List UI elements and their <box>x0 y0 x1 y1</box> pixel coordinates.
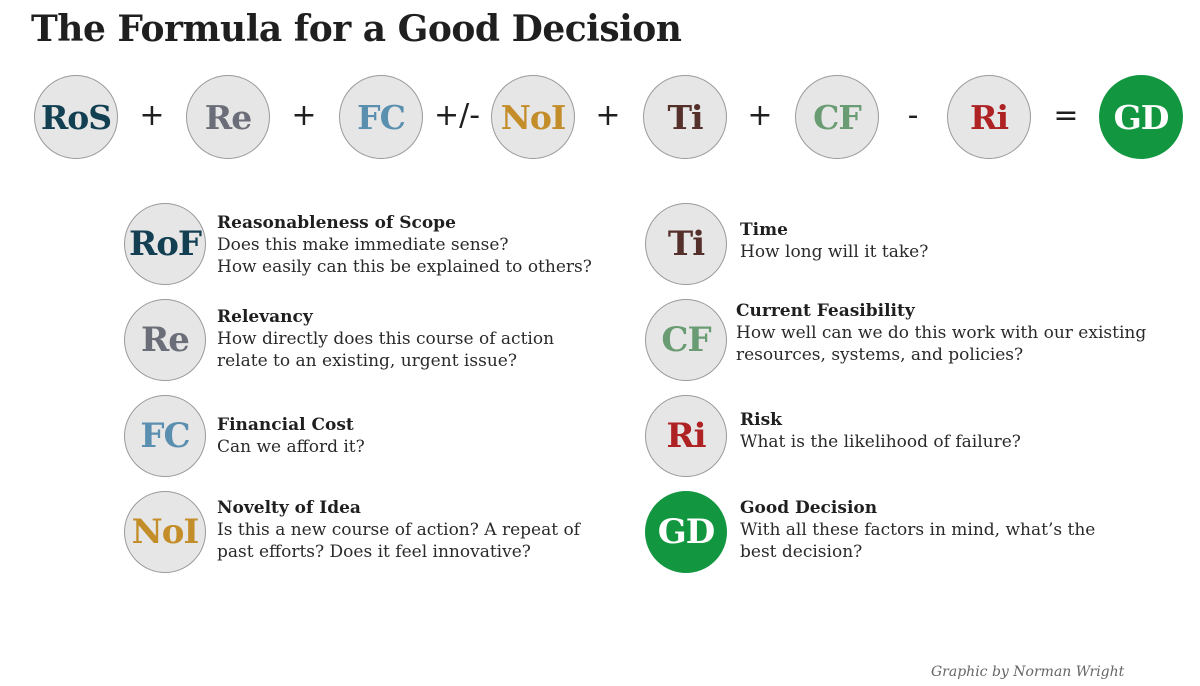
term-label: Ti <box>667 97 703 137</box>
operator-plus: + <box>595 98 621 133</box>
credit-line: Graphic by Norman Wright <box>931 664 1125 680</box>
formula-term-ros: RoS <box>34 75 118 159</box>
badge-label: RoF <box>128 224 202 264</box>
operator-plus: + <box>139 98 165 133</box>
term-label: RoS <box>40 97 112 137</box>
legend-badge: GD <box>645 491 727 573</box>
legend-text: Time How long will it take? <box>740 219 928 263</box>
legend-desc: Can we afford it? <box>217 437 365 457</box>
formula-term-cf: CF <box>795 75 879 159</box>
legend-name: Time <box>740 220 788 240</box>
legend-text: Financial Cost Can we afford it? <box>217 414 365 458</box>
legend-text: Reasonableness of Scope Does this make i… <box>217 212 592 278</box>
legend-name: Reasonableness of Scope <box>217 213 456 233</box>
legend-desc: How long will it take? <box>740 242 929 262</box>
legend-desc: What is the likelihood of failure? <box>740 432 1021 452</box>
legend-desc: relate to an existing, urgent issue? <box>217 351 517 371</box>
legend-desc: Is this a new course of action? A repeat… <box>217 520 580 540</box>
legend-text: Current Feasibility How well can we do t… <box>736 300 1146 366</box>
operator-plus: + <box>747 98 773 133</box>
legend-name: Risk <box>740 410 782 430</box>
badge-label: CF <box>661 320 711 360</box>
formula-term-ri: Ri <box>947 75 1031 159</box>
term-label: FC <box>357 97 406 137</box>
legend-text: Risk What is the likelihood of failure? <box>740 409 1021 453</box>
term-label: NoI <box>500 97 567 137</box>
legend-name: Financial Cost <box>217 415 354 435</box>
legend-name: Novelty of Idea <box>217 498 361 518</box>
formula-term-fc: FC <box>339 75 423 159</box>
legend-desc: best decision? <box>740 542 863 562</box>
legend-desc: How well can we do this work with our ex… <box>736 323 1147 343</box>
legend-text: Relevancy How directly does this course … <box>217 306 554 372</box>
page-title: The Formula for a Good Decision <box>31 8 682 50</box>
formula-term-noi: NoI <box>491 75 575 159</box>
legend-badge: Re <box>124 299 206 381</box>
legend-text: Novelty of Idea Is this a new course of … <box>217 497 580 563</box>
legend-badge: NoI <box>124 491 206 573</box>
legend-text: Good Decision With all these factors in … <box>740 497 1095 563</box>
formula-term-re: Re <box>186 75 270 159</box>
legend-desc: resources, systems, and policies? <box>736 345 1024 365</box>
legend-name: Good Decision <box>740 498 878 518</box>
formula-term-ti: Ti <box>643 75 727 159</box>
badge-label: Re <box>141 320 190 360</box>
badge-label: Ti <box>667 224 705 264</box>
legend-badge: RoF <box>124 203 206 285</box>
term-label: CF <box>813 97 862 137</box>
operator-equals: = <box>1053 98 1079 133</box>
badge-label: FC <box>140 416 190 456</box>
badge-label: GD <box>657 512 716 552</box>
term-label: Re <box>204 97 252 137</box>
operator-plus-minus: +/- <box>433 98 481 133</box>
legend-badge: CF <box>645 299 727 381</box>
badge-label: Ri <box>666 416 706 456</box>
legend-desc: With all these factors in mind, what’s t… <box>740 520 1096 540</box>
legend-name: Current Feasibility <box>736 301 915 321</box>
legend-name: Relevancy <box>217 307 313 327</box>
operator-plus: + <box>291 98 317 133</box>
legend-desc: How easily can this be explained to othe… <box>217 257 592 277</box>
legend-badge: Ri <box>645 395 727 477</box>
legend-desc: past efforts? Does it feel innovative? <box>217 542 531 562</box>
formula-term-gd: GD <box>1099 75 1183 159</box>
badge-label: NoI <box>131 512 200 552</box>
legend-desc: Does this make immediate sense? <box>217 235 509 255</box>
legend-badge: FC <box>124 395 206 477</box>
term-label: Ri <box>970 97 1009 137</box>
operator-minus: - <box>907 98 919 133</box>
legend-badge: Ti <box>645 203 727 285</box>
legend-desc: How directly does this course of action <box>217 329 555 349</box>
term-label: GD <box>1113 97 1170 137</box>
